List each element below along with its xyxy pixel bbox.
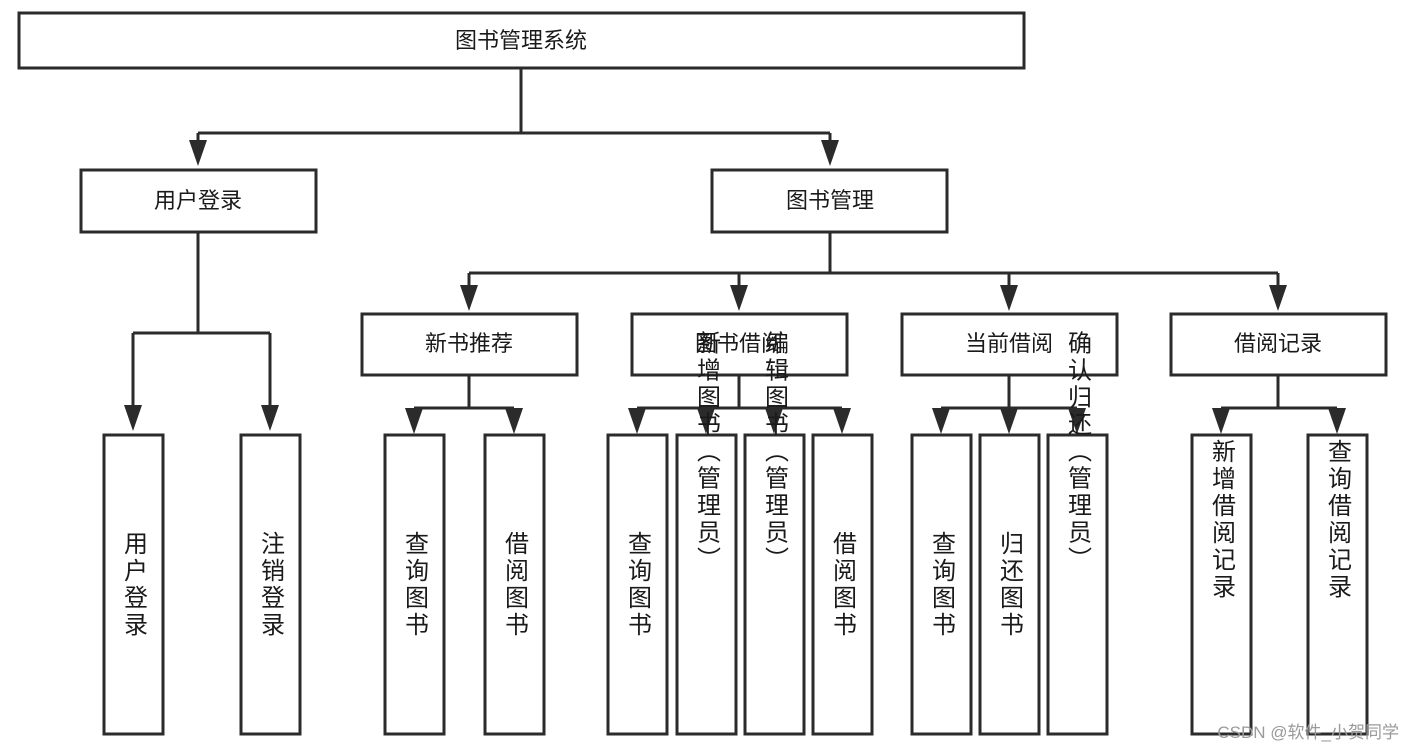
- arrow-icon: [505, 408, 523, 434]
- node-leaf-query-book-current-box[interactable]: [910, 433, 973, 736]
- node-book-borrow[interactable]: 图书借阅: [630, 312, 849, 377]
- node-user-login[interactable]: 用户登录: [79, 168, 318, 234]
- node-borrow-record-label: 借阅记录: [1234, 331, 1322, 356]
- node-leaf-edit-book[interactable]: 编辑图书（管理员）: [743, 331, 806, 736]
- arrow-icon: [932, 408, 950, 434]
- node-new-book-rec-box[interactable]: [360, 312, 579, 377]
- node-leaf-confirm-return-box[interactable]: [1046, 433, 1109, 736]
- node-leaf-borrow-book[interactable]: 借阅图书: [811, 433, 874, 736]
- arrow-icon: [405, 408, 423, 434]
- node-book-manage[interactable]: 图书管理: [710, 168, 949, 234]
- node-current-borrow-box[interactable]: [900, 312, 1119, 377]
- arrow-icon: [460, 285, 478, 311]
- node-leaf-query-book-rec-box[interactable]: [383, 433, 446, 736]
- node-leaf-confirm-return[interactable]: 确认归还（管理员）: [1046, 331, 1109, 736]
- node-leaf-add-book-box[interactable]: [675, 433, 738, 736]
- connector-root-to-level2: [189, 68, 839, 166]
- node-leaf-edit-book-label: 编辑图书（管理员）: [761, 331, 789, 574]
- node-book-manage-box[interactable]: [710, 168, 949, 234]
- node-root-box[interactable]: [17, 11, 1026, 70]
- node-leaf-user-login[interactable]: 用户登录: [102, 433, 165, 736]
- arrow-icon: [730, 285, 748, 311]
- arrow-icon: [1000, 408, 1018, 434]
- connector-new-book-rec-to-leaves: [405, 375, 523, 434]
- node-leaf-query-book-borrow[interactable]: 查询图书: [606, 433, 669, 736]
- node-leaf-query-book-current-label: 查询图书: [928, 531, 956, 639]
- node-leaf-query-book-borrow-label: 查询图书: [624, 531, 652, 639]
- node-root[interactable]: 图书管理系统: [17, 11, 1026, 70]
- node-user-login-label: 用户登录: [154, 188, 242, 213]
- node-leaf-query-book-current[interactable]: 查询图书: [910, 433, 973, 736]
- node-leaf-add-book[interactable]: 新增图书（管理员）: [675, 331, 738, 736]
- node-book-manage-label: 图书管理: [786, 188, 874, 213]
- connector-current-borrow-to-leaves: [932, 375, 1086, 434]
- arrow-icon: [833, 408, 851, 434]
- node-leaf-borrow-book-rec[interactable]: 借阅图书: [483, 433, 546, 736]
- node-leaf-return-book-label: 归还图书: [996, 531, 1024, 639]
- arrow-icon: [124, 405, 142, 431]
- node-leaf-return-book[interactable]: 归还图书: [978, 433, 1041, 736]
- node-leaf-query-record-box[interactable]: [1306, 433, 1369, 736]
- node-current-borrow[interactable]: 当前借阅: [900, 312, 1119, 377]
- node-leaf-confirm-return-label: 确认归还（管理员）: [1064, 331, 1092, 574]
- node-book-borrow-box[interactable]: [630, 312, 849, 377]
- node-leaf-borrow-book-box[interactable]: [811, 433, 874, 736]
- node-leaf-return-book-box[interactable]: [978, 433, 1041, 736]
- arrow-icon: [261, 405, 279, 431]
- arrow-icon: [821, 140, 839, 166]
- node-leaf-borrow-book-rec-box[interactable]: [483, 433, 546, 736]
- arrow-icon: [189, 140, 207, 166]
- node-borrow-record[interactable]: 借阅记录: [1169, 312, 1388, 377]
- arrow-icon: [628, 408, 646, 434]
- connector-book-borrow-to-leaves: [628, 375, 851, 434]
- node-current-borrow-label: 当前借阅: [965, 331, 1053, 356]
- node-leaf-query-record[interactable]: 查询借阅记录: [1306, 433, 1369, 736]
- node-user-login-box[interactable]: [79, 168, 318, 234]
- node-root-label: 图书管理系统: [455, 28, 587, 53]
- connector-borrow-record-to-leaves: [1212, 375, 1346, 434]
- node-leaf-user-login-label: 用户登录: [120, 531, 148, 639]
- node-leaf-edit-book-box[interactable]: [743, 433, 806, 736]
- node-leaf-query-book-rec-label: 查询图书: [401, 531, 429, 639]
- node-leaf-user-login-box[interactable]: [102, 433, 165, 736]
- node-new-book-rec[interactable]: 新书推荐: [360, 312, 579, 377]
- connector-user-login-to-leaves: [124, 232, 279, 431]
- arrow-icon: [1212, 408, 1230, 434]
- arrow-icon: [1000, 285, 1018, 311]
- node-leaf-add-record-box[interactable]: [1190, 433, 1253, 736]
- node-leaf-query-book-rec[interactable]: 查询图书: [383, 433, 446, 736]
- node-book-borrow-label: 图书借阅: [695, 331, 783, 356]
- connector-book-manage-to-level3: [460, 232, 1287, 311]
- node-leaf-query-record-label: 查询借阅记录: [1324, 439, 1352, 601]
- node-borrow-record-box[interactable]: [1169, 312, 1388, 377]
- arrow-icon: [1328, 408, 1346, 434]
- node-leaf-logout[interactable]: 注销登录: [239, 433, 302, 736]
- node-leaf-borrow-book-rec-label: 借阅图书: [501, 531, 529, 639]
- node-leaf-add-record-label: 新增借阅记录: [1208, 439, 1236, 601]
- node-leaf-add-record[interactable]: 新增借阅记录: [1190, 433, 1253, 736]
- node-leaf-borrow-book-label: 借阅图书: [829, 531, 857, 639]
- node-leaf-logout-label: 注销登录: [257, 531, 285, 639]
- node-leaf-add-book-label: 新增图书（管理员）: [693, 331, 721, 574]
- node-leaf-query-book-borrow-box[interactable]: [606, 433, 669, 736]
- arrow-icon: [1269, 285, 1287, 311]
- node-leaf-logout-box[interactable]: [239, 433, 302, 736]
- node-new-book-rec-label: 新书推荐: [425, 331, 513, 356]
